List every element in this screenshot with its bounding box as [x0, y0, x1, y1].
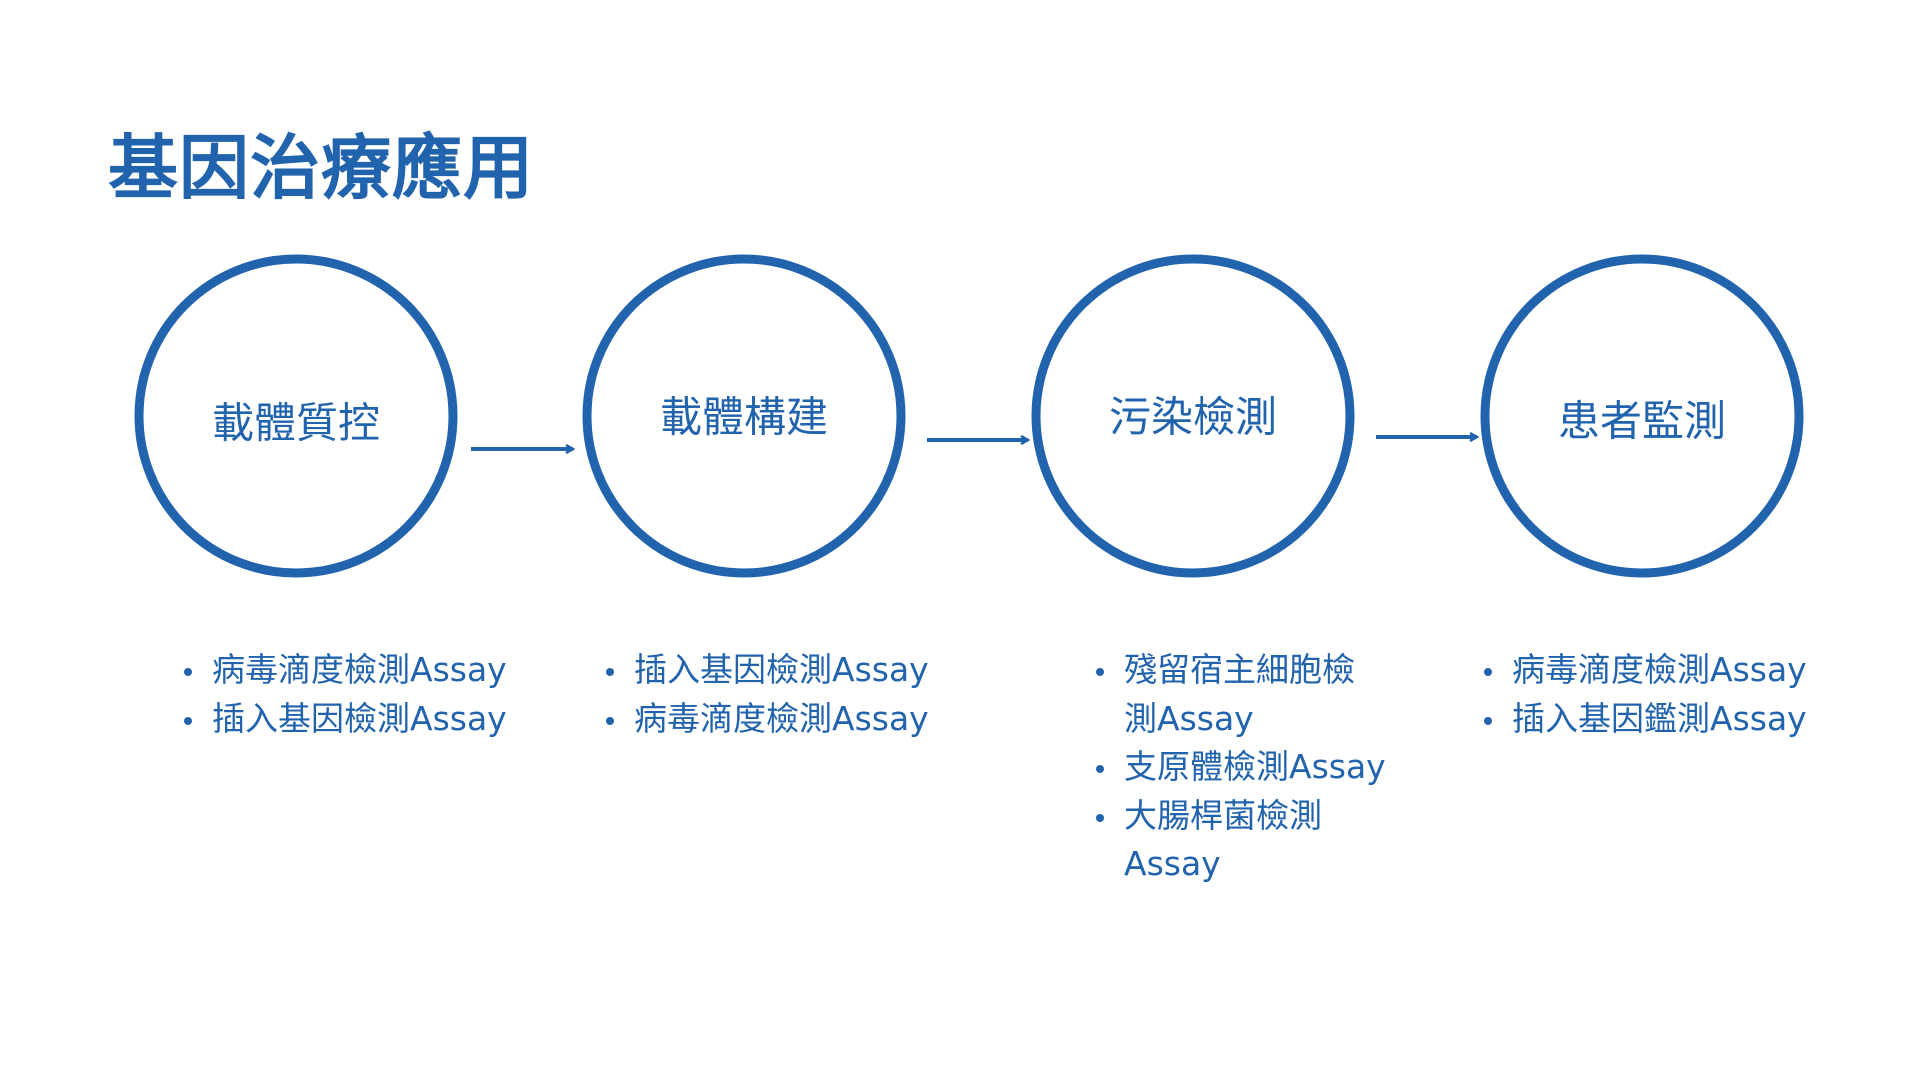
stage-label-4: 患者監測 — [1557, 396, 1726, 446]
stage-label-3: 污染檢測 — [1108, 392, 1277, 442]
list-item: 插入基因鑑測Assay — [1484, 695, 1807, 744]
list-item: 支原體檢測Assay — [1096, 743, 1416, 792]
stage-1-list: 病毒滴度檢測Assay 插入基因檢測Assay — [184, 646, 507, 743]
stage-circle-2 — [582, 254, 906, 578]
stage-circle-4 — [1480, 254, 1804, 578]
stage-label-1: 載體質控 — [211, 398, 380, 448]
stage-2-list: 插入基因檢測Assay 病毒滴度檢測Assay — [606, 646, 929, 743]
list-item: 殘留宿主細胞檢測Assay — [1096, 646, 1384, 743]
list-item: 插入基因檢測Assay — [606, 646, 929, 695]
stage-4-list: 病毒滴度檢測Assay 插入基因鑑測Assay — [1484, 646, 1807, 743]
list-item: 大腸桿菌檢測Assay — [1096, 792, 1416, 889]
stage-circle-1 — [134, 254, 458, 578]
page-title: 基因治療應用 — [108, 127, 534, 209]
stage-3-list: 殘留宿主細胞檢測Assay 支原體檢測Assay 大腸桿菌檢測Assay — [1096, 646, 1416, 889]
list-item: 病毒滴度檢測Assay — [606, 695, 929, 744]
stage-circle-3 — [1031, 254, 1355, 578]
stage-label-2: 載體構建 — [659, 392, 828, 442]
list-item: 病毒滴度檢測Assay — [184, 646, 507, 695]
list-item: 病毒滴度檢測Assay — [1484, 646, 1807, 695]
list-item: 插入基因檢測Assay — [184, 695, 507, 744]
